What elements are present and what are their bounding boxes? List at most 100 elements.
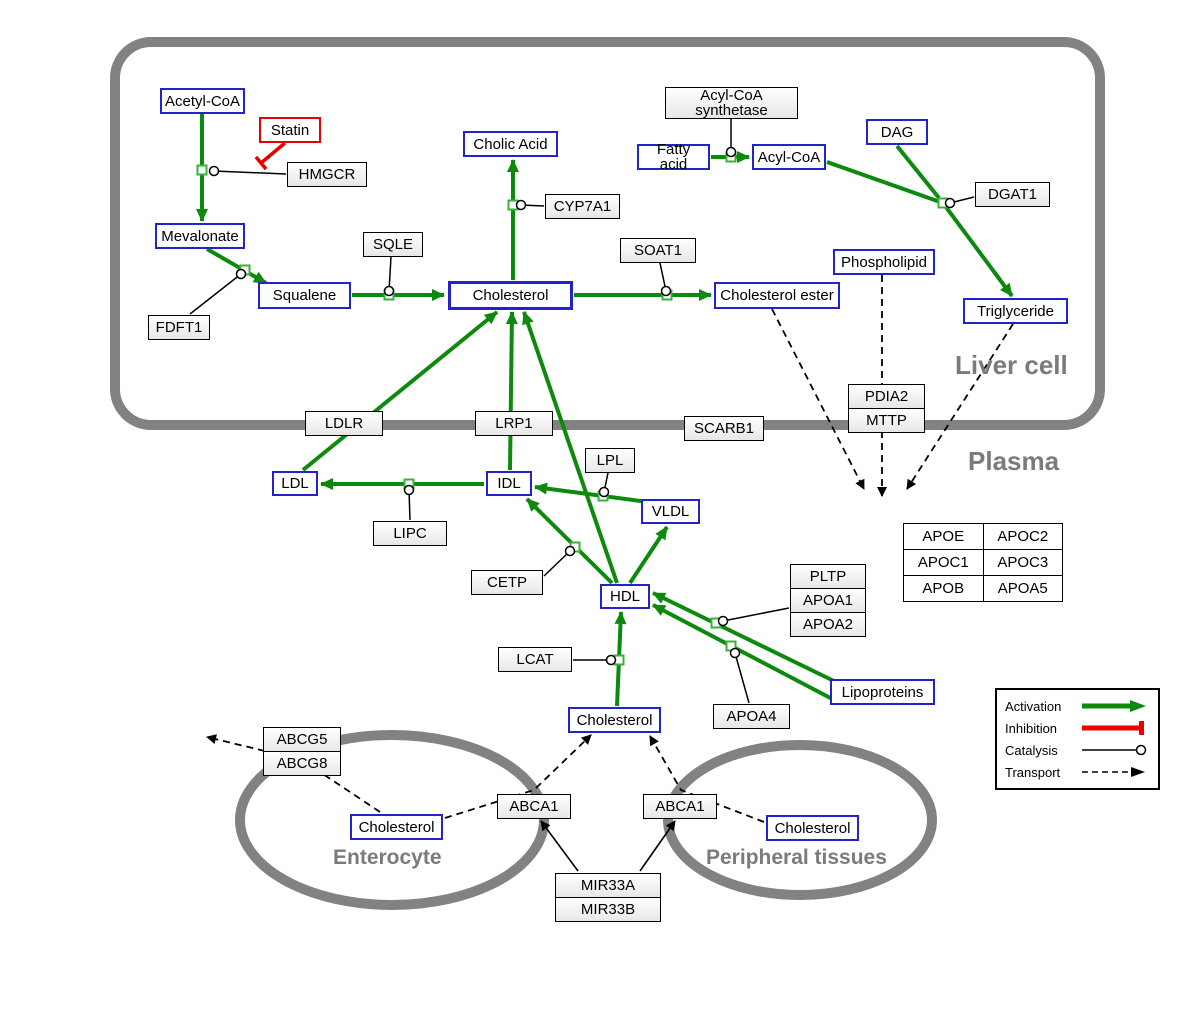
node-idl[interactable]: IDL xyxy=(486,471,532,496)
node-soat1[interactable]: SOAT1 xyxy=(620,238,696,263)
edge-hdl-to-liver-cholesterol xyxy=(522,311,619,584)
node-abcg5-abcg8-row-0[interactable]: ABCG5 xyxy=(263,727,341,752)
edge-hdl-to-idl xyxy=(525,497,614,585)
node-fatty-acid[interactable]: Fatty acid xyxy=(637,142,710,172)
node-hdl[interactable]: HDL xyxy=(600,584,650,609)
node-apolipoprotein-table-cell-2[interactable]: APOC1 xyxy=(904,550,984,576)
node-hmgcr[interactable]: HMGCR xyxy=(287,162,367,187)
node-apolipoprotein-table-cell-1[interactable]: APOC2 xyxy=(983,524,1063,550)
node-triglyceride[interactable]: Triglyceride xyxy=(963,298,1068,324)
node-cholesterol-ester[interactable]: Cholesterol ester xyxy=(714,282,840,309)
legend-inhibition-label: Inhibition xyxy=(1005,720,1058,736)
transport-arrow-icon xyxy=(1082,767,1145,777)
catalysis-circle-pltp-apoa-catalysis xyxy=(717,615,729,627)
node-pltp-apoa1-apoa2-row-2[interactable]: APOA2 xyxy=(790,612,866,637)
edge-sqle-catalysis xyxy=(388,256,392,292)
edge-pltp-apoa-catalysis xyxy=(722,607,790,622)
catalysis-circle-fdft1-catalysis xyxy=(235,268,247,280)
node-cholesterol-liver[interactable]: Cholesterol xyxy=(448,281,573,310)
edge-mir33-to-abca1-peripheral xyxy=(639,820,676,872)
reaction-node-acetyl-coa-to-mevalonate xyxy=(196,164,208,176)
node-mir33a-mir33b-row-0[interactable]: MIR33A xyxy=(555,873,661,898)
node-lcat[interactable]: LCAT xyxy=(498,647,572,672)
node-abca1-enterocyte[interactable]: ABCA1 xyxy=(497,794,571,819)
node-ldl[interactable]: LDL xyxy=(272,471,318,496)
node-cholesterol-peripheral[interactable]: Cholesterol xyxy=(766,815,859,841)
node-pdia2-mttp-row-0[interactable]: PDIA2 xyxy=(848,384,925,409)
edge-apoa4-catalysis xyxy=(734,652,750,704)
catalysis-circle-soat1-catalysis xyxy=(660,285,672,297)
node-scarb1[interactable]: SCARB1 xyxy=(684,416,764,441)
edge-cholesterol-ester-secretion xyxy=(771,308,865,490)
node-apolipoprotein-table-cell-5[interactable]: APOA5 xyxy=(983,576,1063,602)
catalysis-circle-acyl-coa-synthetase-catalysis xyxy=(725,146,737,158)
node-cholesterol-enterocyte[interactable]: Cholesterol xyxy=(350,814,443,840)
node-pltp-apoa1-apoa2-row-0[interactable]: PLTP xyxy=(790,564,866,589)
legend-catalysis-label: Catalysis xyxy=(1005,742,1058,758)
node-pltp-apoa1-apoa2-row-1[interactable]: APOA1 xyxy=(790,588,866,613)
edges-layer xyxy=(189,114,1014,872)
edge-ldl-to-liver-cholesterol xyxy=(301,310,499,472)
peripheral-tissues-label: Peripheral tissues xyxy=(706,846,887,869)
enterocyte-membrane xyxy=(235,730,549,910)
node-dgat1[interactable]: DGAT1 xyxy=(975,182,1050,207)
liver-cell-membrane xyxy=(110,37,1105,430)
node-lipc[interactable]: LIPC xyxy=(373,521,447,546)
node-apoa4[interactable]: APOA4 xyxy=(713,704,790,729)
node-apolipoprotein-table-cell-3[interactable]: APOC3 xyxy=(983,550,1063,576)
node-lpl[interactable]: LPL xyxy=(585,448,635,473)
legend-row-inhibition: Inhibition xyxy=(1005,720,1150,736)
catalysis-circle-sqle-catalysis xyxy=(383,285,395,297)
node-statin[interactable]: Statin xyxy=(259,117,321,143)
node-pdia2-mttp-row-1[interactable]: MTTP xyxy=(848,408,925,433)
catalysis-circle-lipc-catalysis xyxy=(403,484,415,496)
edge-lipoproteins-to-hdl-lower xyxy=(652,603,839,704)
edge-vldl-to-idl xyxy=(534,482,649,504)
node-lipoproteins[interactable]: Lipoproteins xyxy=(830,679,935,705)
node-vldl[interactable]: VLDL xyxy=(641,499,700,524)
edge-enterocyte-abca1-efflux xyxy=(444,734,592,819)
legend-activation-label: Activation xyxy=(1005,698,1062,714)
edge-peripheral-abca1-efflux xyxy=(649,735,765,823)
node-cetp[interactable]: CETP xyxy=(471,570,543,595)
catalysis-circle-cyp7a1-catalysis xyxy=(515,199,527,211)
node-abca1-peripheral[interactable]: ABCA1 xyxy=(643,794,717,819)
node-squalene[interactable]: Squalene xyxy=(258,282,351,309)
edge-mir33-to-abca1-enterocyte xyxy=(540,820,579,872)
node-sqle[interactable]: SQLE xyxy=(363,232,423,257)
node-ldlr[interactable]: LDLR xyxy=(305,411,383,436)
node-dag[interactable]: DAG xyxy=(866,119,928,145)
node-lrp1[interactable]: LRP1 xyxy=(475,411,553,436)
activation-arrow-icon xyxy=(1082,700,1146,712)
node-abcg5-abcg8-row-1[interactable]: ABCG8 xyxy=(263,751,341,776)
node-cholesterol-plasma[interactable]: Cholesterol xyxy=(568,707,661,733)
node-apolipoprotein-table-cell-0[interactable]: APOE xyxy=(904,524,984,550)
catalysis-circle-hmgcr-catalysis xyxy=(208,165,220,177)
node-phospholipid[interactable]: Phospholipid xyxy=(833,249,935,275)
catalysis-circle-dgat1-catalysis xyxy=(944,197,956,209)
node-acetyl-coa[interactable]: Acetyl-CoA xyxy=(160,88,245,114)
edge-cetp-catalysis xyxy=(543,550,571,577)
inhibition-bar-statin-inhibition xyxy=(254,155,268,171)
node-apolipoprotein-table-cell-4[interactable]: APOB xyxy=(904,576,984,602)
catalysis-circle-lpl-catalysis xyxy=(598,486,610,498)
inhibition-tbar-icon xyxy=(1082,721,1144,735)
node-mir33a-mir33b-row-1[interactable]: MIR33B xyxy=(555,897,661,922)
node-cholic-acid[interactable]: Cholic Acid xyxy=(463,131,558,157)
edge-dag-to-triglyceride-junction xyxy=(895,144,941,200)
node-acyl-coa-synthetase[interactable]: Acyl-CoA synthetase xyxy=(665,87,798,119)
node-mevalonate[interactable]: Mevalonate xyxy=(155,223,245,249)
node-cyp7a1[interactable]: CYP7A1 xyxy=(545,194,620,219)
catalysis-circle-icon xyxy=(1082,744,1147,756)
peripheral-tissues-membrane xyxy=(663,740,937,900)
node-fdft1[interactable]: FDFT1 xyxy=(148,315,210,340)
enterocyte-label: Enterocyte xyxy=(333,846,442,869)
node-acyl-coa[interactable]: Acyl-CoA xyxy=(752,144,826,170)
